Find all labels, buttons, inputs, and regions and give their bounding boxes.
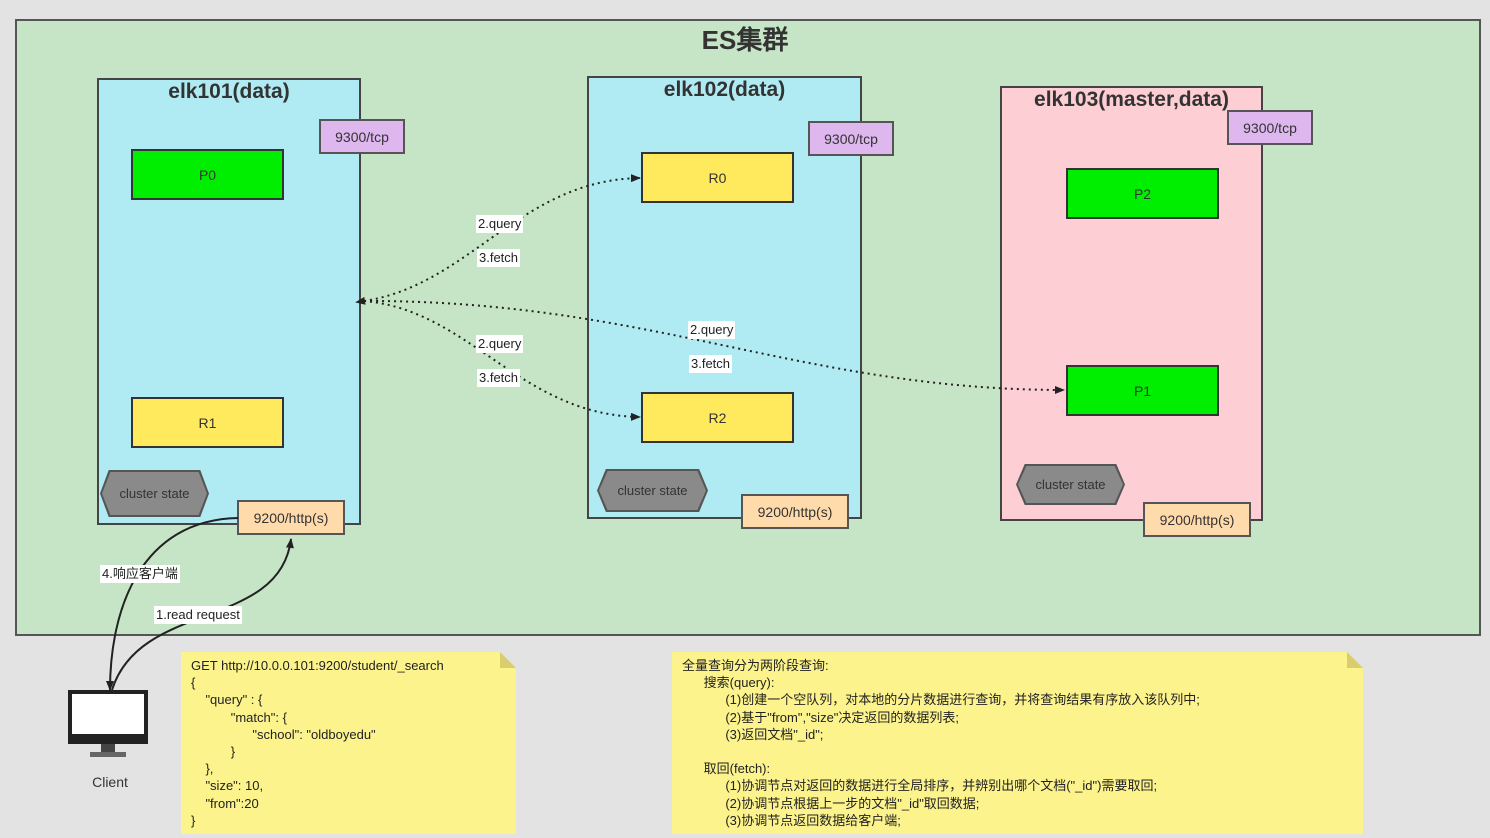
request-note-body: GET http://10.0.0.101:9200/student/_sear… <box>191 657 506 829</box>
note-line: "from":20 <box>191 795 259 811</box>
edge-label-r2-query: 2.query <box>476 335 524 353</box>
note-line: GET http://10.0.0.101:9200/student/_sear… <box>191 658 444 673</box>
edge-label-response: 4.响应客户端 <box>100 565 180 583</box>
note-line: (2)协调节点根据上一步的文档"_id"取回数据; <box>682 795 980 811</box>
note-line: 搜索(query): <box>682 675 775 691</box>
edge-coordinator-to-r2 <box>363 300 641 421</box>
note-line: "query" : { <box>191 692 263 708</box>
client-label: Client <box>92 774 128 790</box>
edge-label-p1-fetch: 3.fetch <box>689 355 733 373</box>
note-line: (1)协调节点对返回的数据进行全局排序，并辨别出哪个文档("_id")需要取回; <box>682 778 1158 794</box>
edge-label-p1-query: 2.query <box>688 321 736 339</box>
note-line: { <box>191 675 196 691</box>
node-elk102-cluster-state: cluster state <box>599 471 706 510</box>
node-elk101-title: elk101(data) <box>168 80 290 103</box>
note-line <box>682 743 1353 760</box>
edge-label-request: 1.read request <box>154 606 242 624</box>
cluster-title: ES集群 <box>701 25 789 55</box>
client-computer-icon <box>68 690 148 757</box>
edge-label-r0-query: 2.query <box>476 215 524 233</box>
node-elk102-http-port: 9200/http(s) <box>741 494 849 529</box>
note-line: (3)协调节点返回数据给客户端; <box>682 812 901 828</box>
note-line: } <box>191 812 196 828</box>
node-elk102-tcp-port: 9300/tcp <box>808 121 894 156</box>
node-elk101-cluster-state: cluster state <box>102 472 207 515</box>
note-line: 取回(fetch): <box>682 761 771 777</box>
edge-label-r2-fetch: 3.fetch <box>477 369 521 387</box>
shard-r1[interactable]: R1 <box>131 397 284 448</box>
node-elk101-http-port: 9200/http(s) <box>237 500 345 535</box>
node-elk103-tcp-port: 9300/tcp <box>1227 110 1313 145</box>
edge-coordinator-to-p1 <box>363 299 1065 394</box>
shard-r0[interactable]: R0 <box>641 152 794 203</box>
note-line: (1)创建一个空队列，对本地的分片数据进行查询，并将查询结果有序放入该队列中; <box>682 692 1200 708</box>
note-line: 全量查询分为两阶段查询: <box>682 658 829 673</box>
request-note: GET http://10.0.0.101:9200/student/_sear… <box>181 652 516 834</box>
shard-p0[interactable]: P0 <box>131 149 284 200</box>
note-line: "match": { <box>191 709 287 725</box>
shard-p1[interactable]: P1 <box>1066 365 1219 416</box>
note-line: (2)基于"from","size"决定返回的数据列表; <box>682 709 960 725</box>
note-line: "size": 10, <box>191 778 264 794</box>
node-elk103[interactable] <box>1000 86 1263 521</box>
explain-note: 全量查询分为两阶段查询: 搜索(query): (1)创建一个空队列，对本地的分… <box>672 652 1363 834</box>
node-elk101-tcp-port: 9300/tcp <box>319 119 405 154</box>
note-line: }, <box>191 761 214 777</box>
node-elk102-title: elk102(data) <box>663 78 786 101</box>
node-elk103-http-port: 9200/http(s) <box>1143 502 1251 537</box>
node-elk103-title: elk103(master,data) <box>1034 88 1229 111</box>
note-line: } <box>191 744 236 760</box>
note-fold <box>500 652 516 668</box>
note-line: "school": "oldboyedu" <box>191 726 376 742</box>
edge-coordinator-to-r0 <box>355 174 641 305</box>
edge-label-r0-fetch: 3.fetch <box>477 249 521 267</box>
note-fold <box>1347 652 1363 668</box>
explain-note-body: 全量查询分为两阶段查询: 搜索(query): (1)创建一个空队列，对本地的分… <box>682 657 1353 829</box>
note-line: (3)返回文档"_id"; <box>682 726 824 742</box>
shard-r2[interactable]: R2 <box>641 392 794 443</box>
shard-p2[interactable]: P2 <box>1066 168 1219 219</box>
node-elk103-cluster-state: cluster state <box>1018 466 1123 503</box>
